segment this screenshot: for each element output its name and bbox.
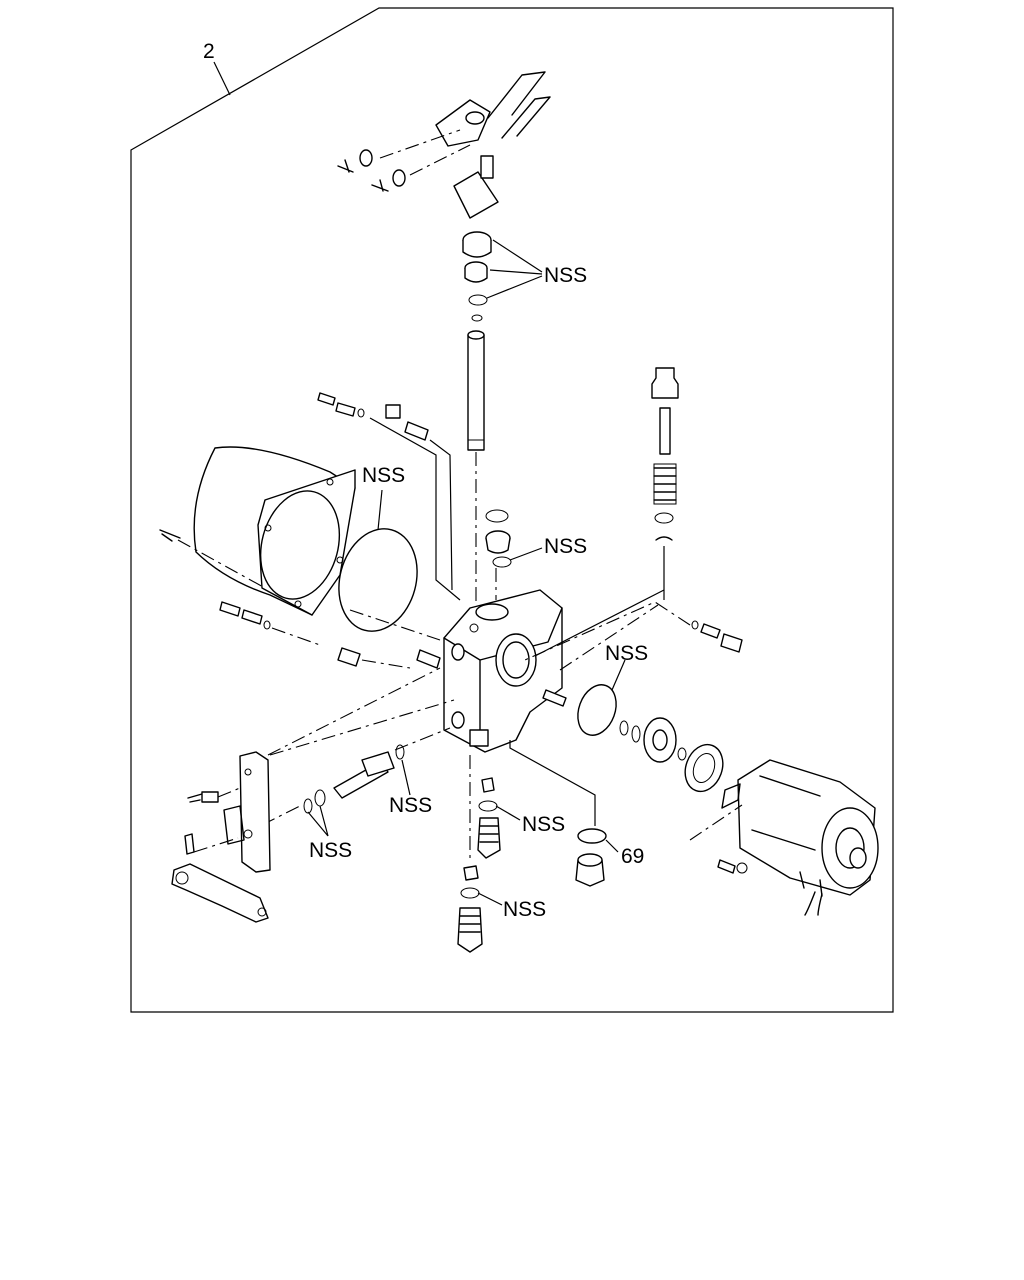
bearing-group — [619, 717, 724, 793]
nss-leader-lower-left — [307, 805, 329, 837]
nss-label-cap: NSS — [544, 535, 587, 558]
nss-label-lower-1: NSS — [522, 813, 565, 836]
alignment-lines — [267, 604, 659, 756]
kit-number-label: 2 — [203, 40, 215, 63]
motor-unit — [689, 759, 879, 916]
nss-leader-cap — [509, 547, 543, 561]
left-small-springs — [219, 601, 411, 669]
large-o-ring — [338, 528, 418, 632]
nss-leader-right-oring — [611, 659, 626, 691]
top-bracket-group — [337, 71, 551, 219]
right-fitting-stack — [534, 367, 679, 657]
top-seal-stack — [462, 231, 492, 322]
right-springs — [524, 601, 743, 661]
top-cap-group — [485, 509, 512, 600]
nss-label-right-oring: NSS — [605, 642, 648, 665]
nss-leader-lower-2 — [477, 892, 503, 906]
lever-plate-and-arm — [171, 699, 455, 923]
left-spring-set — [317, 392, 461, 601]
nss-label-lower-left: NSS — [309, 839, 352, 862]
vertical-shaft — [467, 330, 485, 620]
left-cover — [159, 446, 356, 616]
central-valve-body — [416, 589, 567, 753]
part-69-plug — [509, 740, 607, 887]
nss-label-lower-2: NSS — [503, 898, 546, 921]
nss-leader-top — [486, 239, 543, 299]
right-o-ring — [577, 684, 617, 736]
nss-label-oring: NSS — [362, 464, 405, 487]
left-lower-shaft — [261, 727, 451, 826]
nss-leader-oring — [377, 489, 383, 531]
nss-label-shaft: NSS — [389, 794, 432, 817]
part-69-label: 69 — [621, 845, 644, 868]
kit-number-leader — [213, 61, 231, 96]
nss-leader-shaft — [401, 759, 411, 796]
nss-label-top: NSS — [544, 264, 587, 287]
nss-leader-lower-1 — [495, 805, 521, 821]
kit-frame — [130, 7, 894, 1013]
part-69-leader — [605, 839, 619, 853]
bottom-center-fittings — [457, 755, 501, 953]
